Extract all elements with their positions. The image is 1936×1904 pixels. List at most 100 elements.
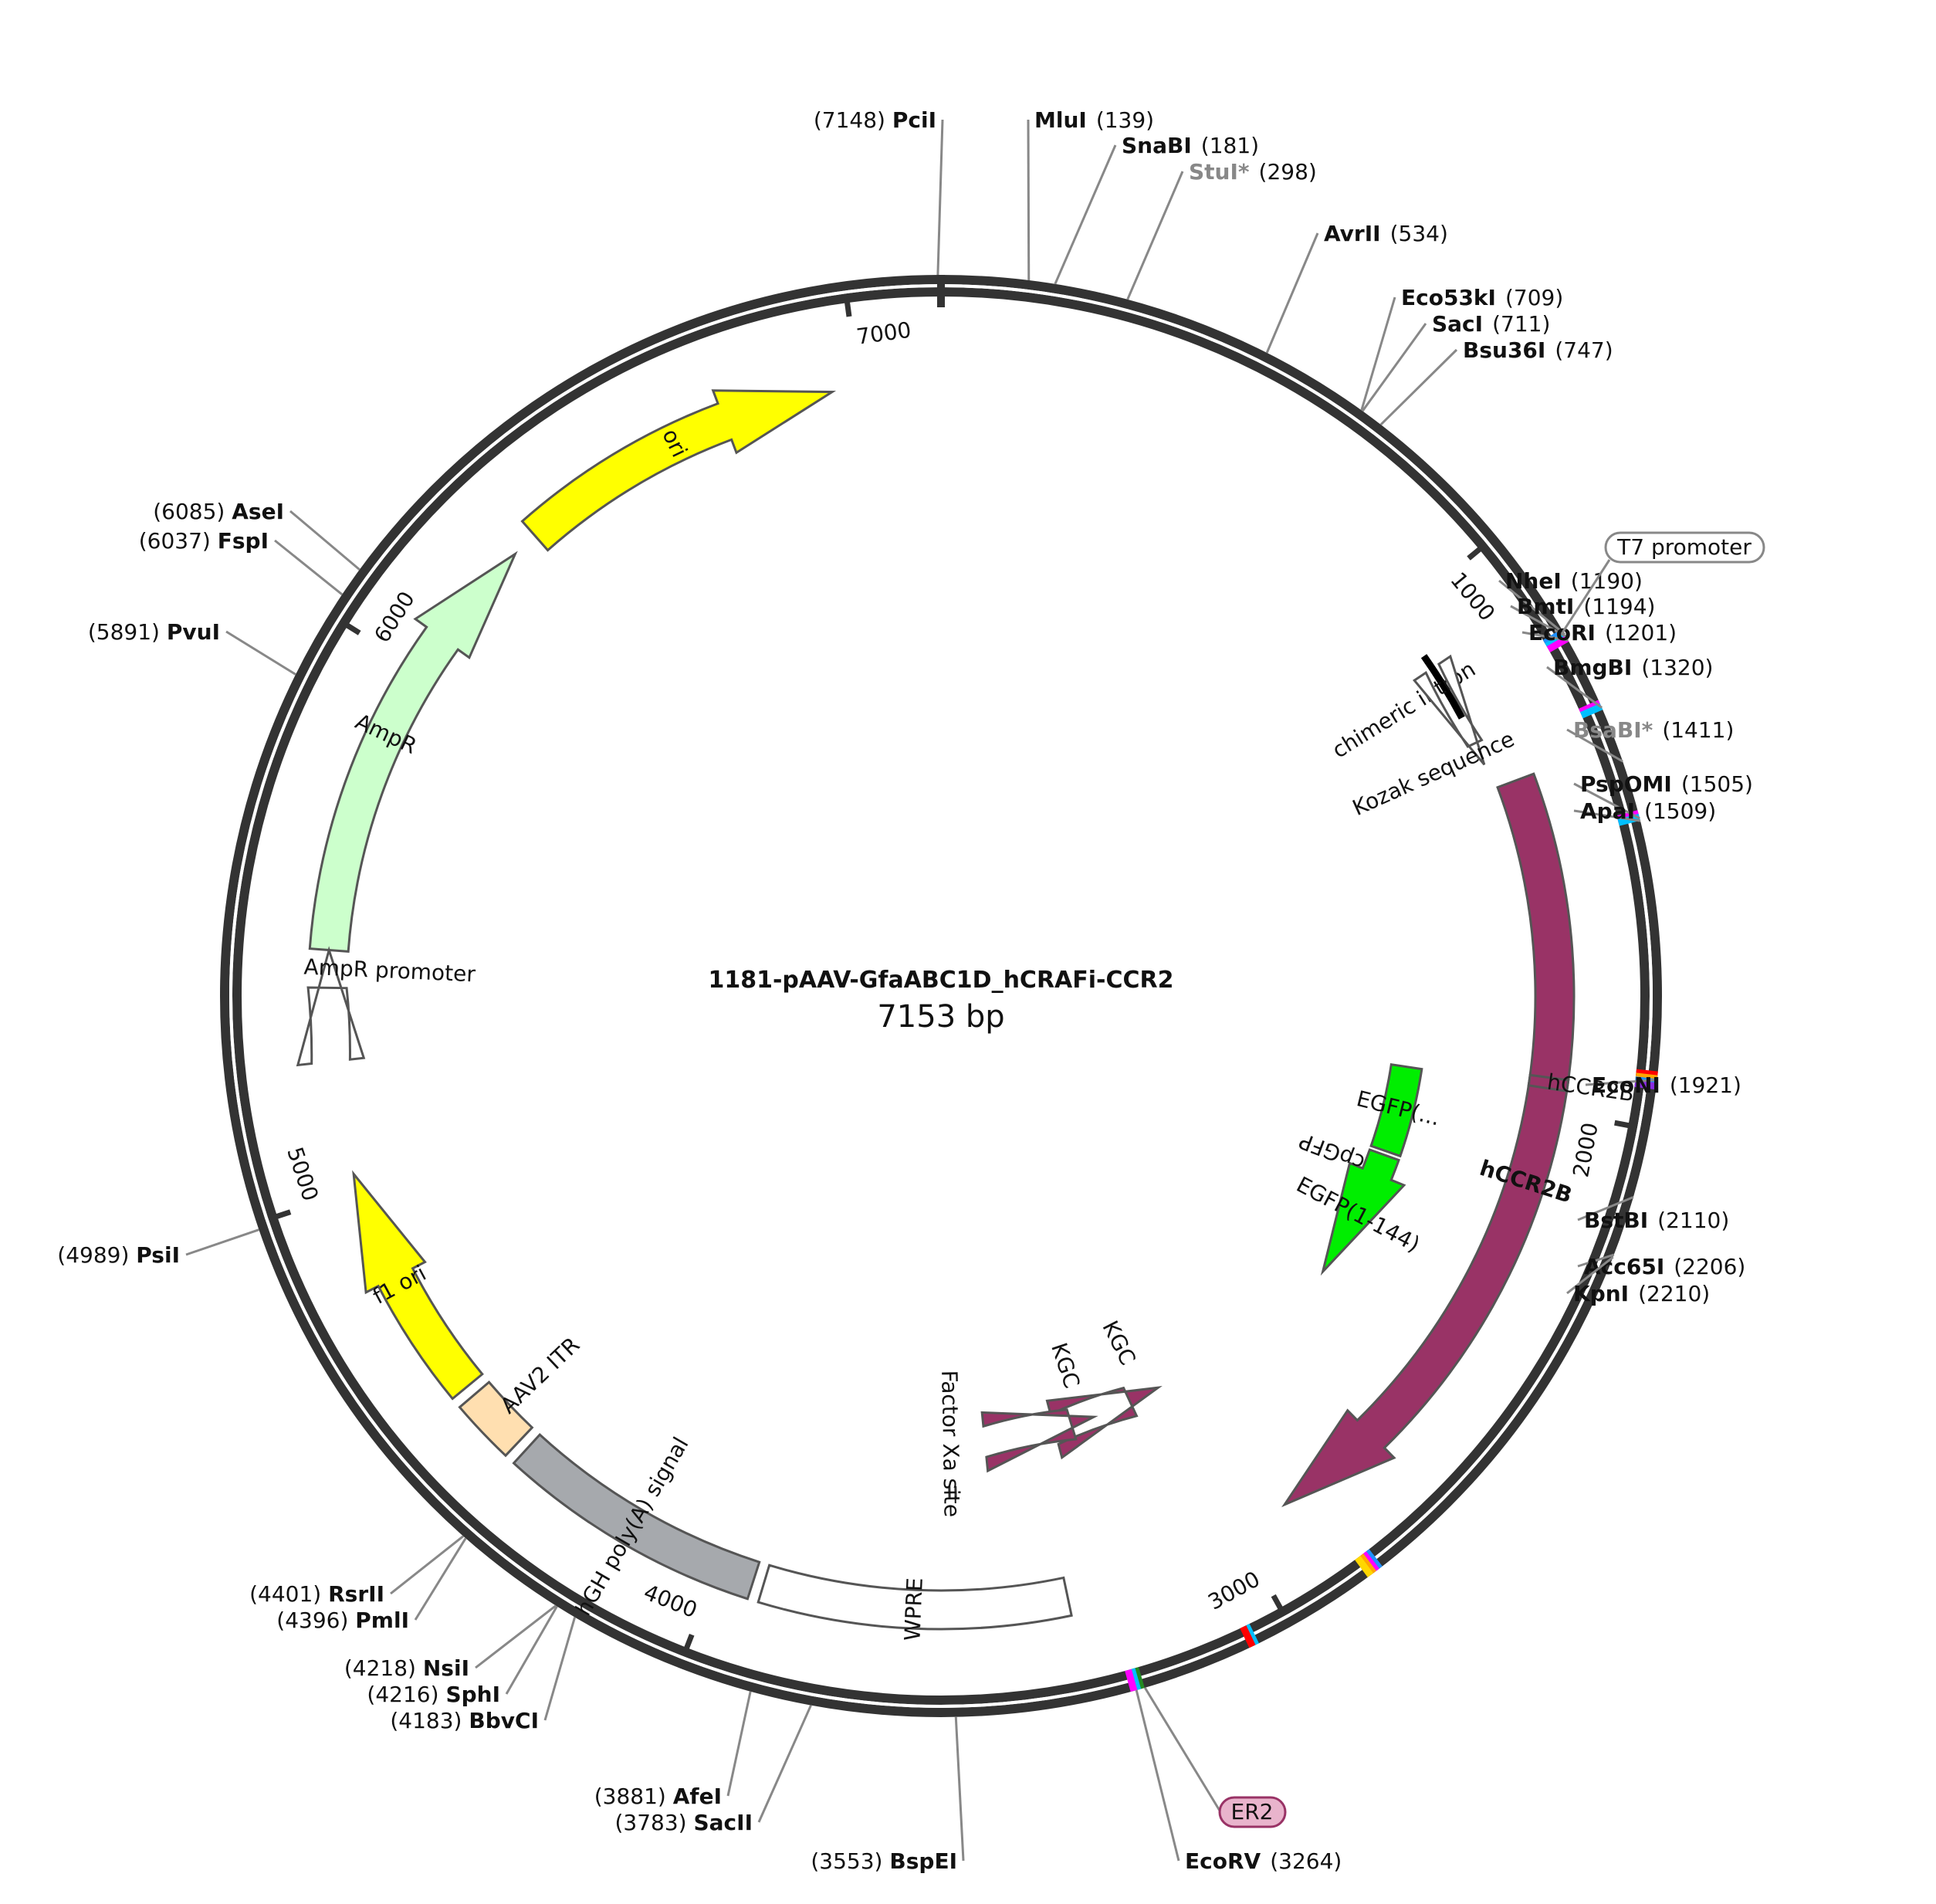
site-leader-line <box>1546 666 1603 709</box>
feature-shape <box>1320 1148 1406 1276</box>
site-kpni: KpnI(2210) <box>1566 1255 1710 1306</box>
site-name: BspEI <box>889 1848 957 1874</box>
site-color-mark <box>1545 632 1568 649</box>
site-leader-line <box>1498 579 1565 635</box>
site-label: (6037) FspI <box>139 528 269 554</box>
site-position: (4396) <box>276 1608 355 1633</box>
site-position: (1194) <box>1583 594 1655 619</box>
feature-shape <box>1045 1386 1163 1460</box>
site-leader-line <box>185 1228 259 1256</box>
restriction-sites-layer: (7148) PciI MluI(139)SnaBI(181)StuI*(298)… <box>57 107 1765 1874</box>
site-leader-line <box>1135 1689 1180 1862</box>
site-name: EcoRV <box>1185 1848 1261 1874</box>
site-leader-line <box>1577 1196 1634 1221</box>
site-name: NheI <box>1505 568 1562 594</box>
feature-f1-ori: f1 ori <box>352 1170 484 1401</box>
site-color-mark <box>1132 1667 1145 1690</box>
site-position: (534) <box>1390 221 1448 246</box>
feature-shape <box>458 1380 534 1458</box>
t7-promoter-label: T7 promoter <box>1616 534 1752 560</box>
site-leader-line <box>1573 809 1641 822</box>
site-sacii: (3783) SacII <box>614 1705 812 1835</box>
scale-tick <box>272 1209 292 1221</box>
site-label: ApaI(1509) <box>1580 798 1716 824</box>
site-leader-line <box>1265 232 1319 354</box>
site-position: (1411) <box>1662 717 1734 743</box>
site-rsrii: (4401) RsrII <box>249 1535 465 1607</box>
site-name: PvuI <box>167 619 220 645</box>
site-position: (6085) <box>153 499 232 524</box>
site-avrii: AvrII(534) <box>1265 221 1448 354</box>
site-position: (181) <box>1201 133 1259 158</box>
site-name: BstBI <box>1584 1208 1648 1233</box>
site-label: KpnI(2210) <box>1573 1281 1710 1306</box>
scale-tick <box>844 297 852 317</box>
site-color-mark <box>1363 1549 1383 1571</box>
site-pcii: (7148) PciI <box>814 107 944 276</box>
site-name: SphI <box>445 1682 500 1707</box>
site-bmti: BmtI(1194) <box>1510 594 1655 638</box>
plasmid-length: 7153 bp <box>877 999 1004 1035</box>
site-leader-line <box>1577 1253 1615 1268</box>
site-leader-line <box>1585 1079 1657 1086</box>
site-nhei: NheI(1190) <box>1498 568 1643 635</box>
t7-promoter-tag: T7 promoter <box>1562 531 1765 632</box>
site-label: (4216) SphI <box>367 1682 500 1707</box>
scale-tick-label: 5000 <box>282 1144 323 1204</box>
site-position: (711) <box>1492 311 1550 337</box>
feature-ori: ori <box>520 389 837 552</box>
site-label: (3783) SacII <box>614 1810 753 1835</box>
backbone-circle <box>220 275 1662 1717</box>
site-position: (4183) <box>390 1708 469 1733</box>
site-name: BsaBI* <box>1573 717 1653 743</box>
scale-tick-label: 1000 <box>1445 567 1500 626</box>
site-leader-line <box>225 630 296 676</box>
site-leader-line <box>1573 782 1640 820</box>
site-name: RsrII <box>328 1581 384 1607</box>
site-pmli: (4396) PmlI <box>276 1537 467 1633</box>
feature-kgc: KGC <box>980 1340 1098 1473</box>
site-leader-line <box>475 1604 557 1669</box>
site-label: (6085) AseI <box>153 499 284 524</box>
site-leader-line <box>936 119 944 276</box>
feature-egfp-: EGFP(... <box>1354 1062 1443 1158</box>
feature-shape <box>296 946 366 1067</box>
site-leader-line <box>274 539 344 596</box>
site-snabi: SnaBI(181) <box>1054 133 1259 285</box>
scale-tick <box>1614 1120 1633 1130</box>
site-bsu36i: Bsu36I(747) <box>1379 337 1613 426</box>
site-label: BmtI(1194) <box>1517 594 1655 619</box>
feature-shape <box>308 551 518 953</box>
site-leader-line <box>390 1535 465 1595</box>
site-position: (5891) <box>88 619 167 645</box>
site-name: Eco53kI <box>1401 285 1496 310</box>
site-label: Acc65I(2206) <box>1584 1254 1745 1279</box>
scale-tick-label: 7000 <box>855 317 912 350</box>
feature-shape <box>1413 654 1486 766</box>
er2-primer-tag: ER2 <box>1143 1687 1287 1828</box>
feature-label: KGC <box>1097 1316 1140 1369</box>
site-leader-line <box>757 1705 812 1823</box>
site-label: (3553) BspEI <box>811 1848 957 1874</box>
site-position: (3264) <box>1270 1848 1342 1874</box>
scale-tick-label: 6000 <box>369 587 420 647</box>
site-stui: StuI*(298) <box>1126 159 1317 300</box>
site-leader-line <box>1360 296 1396 411</box>
site-leader-line <box>1361 323 1427 412</box>
site-name: PciI <box>892 107 936 133</box>
site-label: (4218) NsiI <box>344 1655 469 1681</box>
site-leader-line <box>1126 171 1184 300</box>
feature-aav2-itr: AAV2 ITR <box>458 1332 584 1458</box>
site-name: AfeI <box>673 1784 722 1809</box>
site-name: Bsu36I <box>1463 337 1545 363</box>
feature-shape <box>756 1564 1073 1631</box>
site-leader-line <box>726 1691 752 1797</box>
site-color-mark <box>1355 1556 1374 1577</box>
site-acc65i: Acc65I(2206) <box>1577 1253 1745 1279</box>
site-position: (3553) <box>811 1848 889 1874</box>
scale-tick <box>1271 1594 1285 1614</box>
site-ecori: EcoRI(1201) <box>1521 620 1677 645</box>
site-psii: (4989) PsiI <box>57 1228 259 1268</box>
site-position: (2210) <box>1638 1281 1710 1306</box>
site-label: MluI(139) <box>1034 107 1154 133</box>
